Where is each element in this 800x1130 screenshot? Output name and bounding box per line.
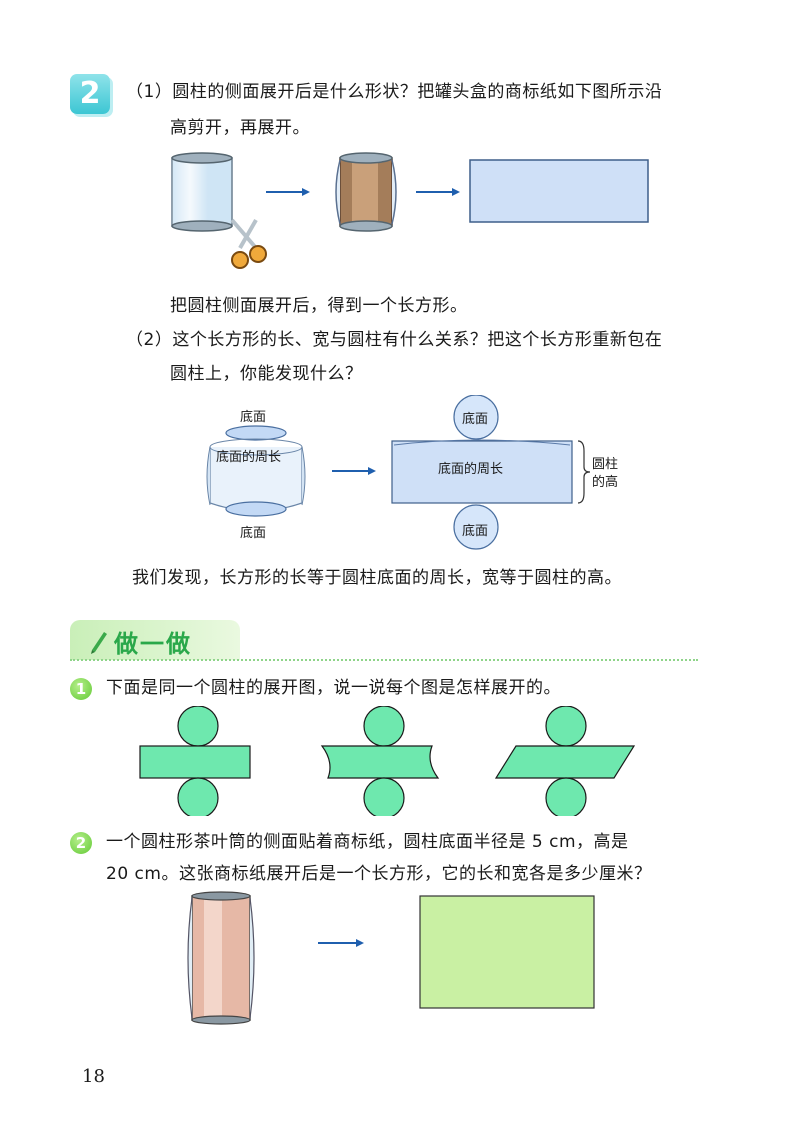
net-length-label: 底面的周长 bbox=[438, 462, 504, 477]
net-wavy-sides bbox=[320, 706, 440, 816]
can-label-opening bbox=[335, 152, 397, 232]
top-base-label: 底面 bbox=[240, 410, 267, 425]
practice-item-1-number: 1 bbox=[70, 678, 92, 700]
label-unroll-figure bbox=[171, 152, 649, 269]
practice-section-title: 做一做 bbox=[114, 630, 192, 658]
scissors-icon bbox=[230, 218, 267, 269]
unrolled-label-rectangle bbox=[469, 159, 649, 223]
arrow-icon bbox=[266, 188, 310, 196]
tea-canister-figure bbox=[187, 891, 595, 1025]
cylinder-height-label-line-1: 圆柱 bbox=[592, 457, 619, 472]
page-number: 18 bbox=[82, 1066, 105, 1087]
practice-item-2-line-1: 一个圆柱形茶叶筒的侧面贴着商标纸，圆柱底面半径是 5 cm，高是 bbox=[106, 832, 629, 852]
example-number-badge: 2 bbox=[70, 74, 110, 114]
question-2-line-1: （2）这个长方形的长、宽与圆柱有什么关系？把这个长方形重新包在 bbox=[126, 330, 663, 350]
cylinder-height-label: 圆柱 的高 bbox=[592, 456, 618, 492]
arrow-icon bbox=[416, 188, 460, 196]
circumference-label: 底面的周长 bbox=[216, 450, 282, 465]
net-rectangle-sides bbox=[139, 706, 251, 816]
cylinder-net-figure bbox=[206, 395, 591, 550]
practice-section-tab bbox=[70, 620, 240, 660]
net-top-base-label: 底面 bbox=[462, 412, 489, 427]
cylinder-nets-figure bbox=[139, 706, 636, 816]
arrow-icon bbox=[318, 939, 364, 947]
bottom-base-label: 底面 bbox=[240, 526, 267, 541]
conclusion-text: 我们发现，长方形的长等于圆柱底面的周长，宽等于圆柱的高。 bbox=[132, 568, 622, 588]
pencil-icon bbox=[88, 628, 108, 654]
cylinder-height-label-line-2: 的高 bbox=[592, 475, 619, 490]
question-1-line-1: （1）圆柱的侧面展开后是什么形状？把罐头盒的商标纸如下图所示沿 bbox=[126, 82, 663, 102]
question-2-line-2: 圆柱上，你能发现什么？ bbox=[170, 364, 363, 384]
section-divider bbox=[70, 659, 698, 661]
question-1-answer: 把圆柱侧面展开后，得到一个长方形。 bbox=[170, 296, 468, 316]
net-parallelogram bbox=[494, 706, 636, 816]
question-1-line-2: 高剪开，再展开。 bbox=[170, 118, 310, 138]
practice-item-1-text: 下面是同一个圆柱的展开图，说一说每个图是怎样展开的。 bbox=[106, 678, 561, 698]
practice-item-2-line-2: 20 cm。这张商标纸展开后是一个长方形，它的长和宽各是多少厘米？ bbox=[106, 864, 652, 884]
net-bottom-base-label: 底面 bbox=[462, 524, 489, 539]
practice-item-2-number: 2 bbox=[70, 832, 92, 854]
tea-label-rectangle bbox=[419, 895, 595, 1009]
can-with-label bbox=[171, 152, 233, 232]
tea-canister bbox=[187, 891, 255, 1025]
